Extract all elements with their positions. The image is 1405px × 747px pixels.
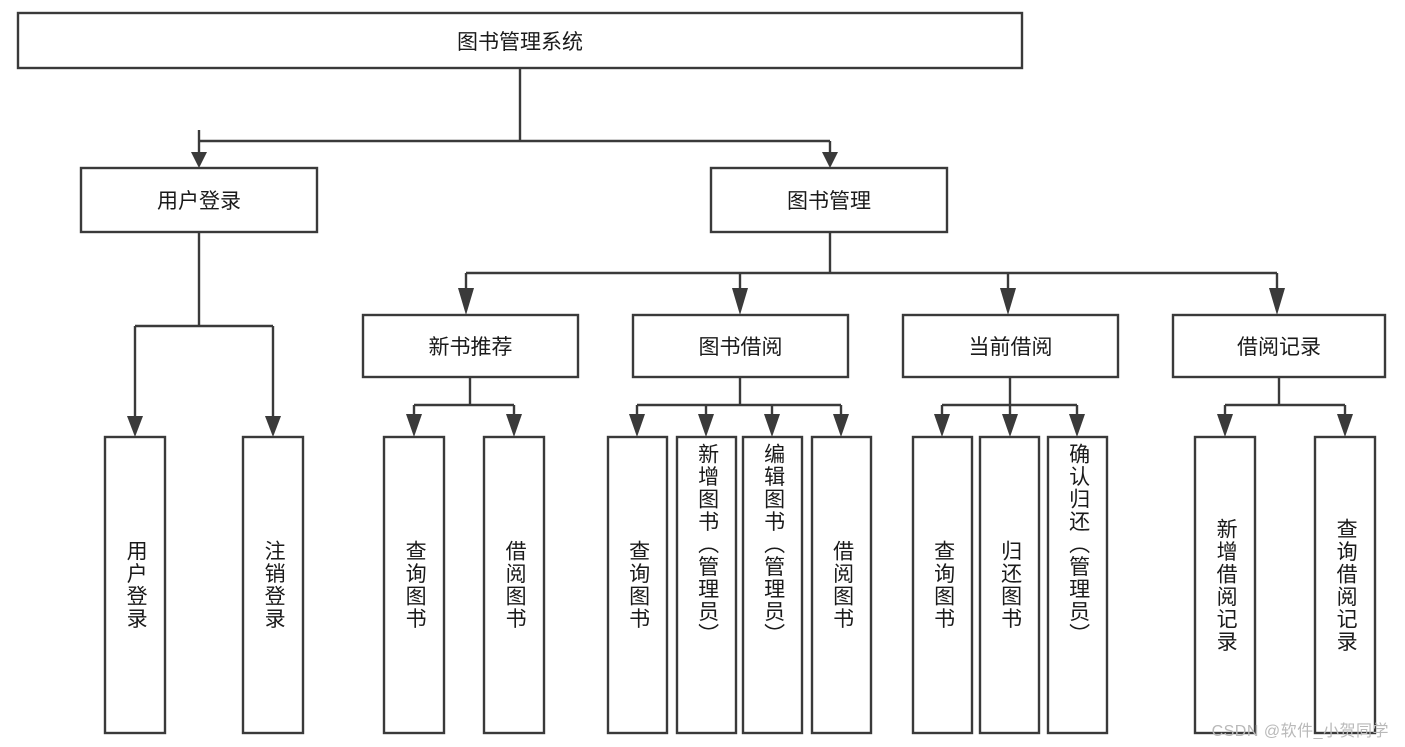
connector-group-current-borrow (934, 377, 1085, 437)
connector-group-new-book (406, 377, 522, 437)
node-level1-box-0[interactable] (79, 166, 319, 234)
watermark: CSDN @软件_小贺同学 (1211, 723, 1389, 740)
arrow-head-cb-leaf-1 (934, 414, 950, 437)
leaf-box-book-borrow-0[interactable] (606, 435, 669, 735)
arrow-head-bb-leaf-3 (764, 414, 780, 437)
connector-group-book-manage (458, 232, 1285, 315)
node-level2-box-1[interactable] (631, 313, 850, 379)
connector-group-user-login (127, 232, 281, 437)
leaf-box-user-login-0[interactable] (103, 435, 167, 735)
leaf-box-book-borrow-3[interactable] (810, 435, 873, 735)
leaf-box-current-borrow-1[interactable] (978, 435, 1041, 735)
node-level2-box-3[interactable] (1171, 313, 1387, 379)
arrow-head-bb-leaf-2 (698, 414, 714, 437)
connector-group-book-borrow (629, 377, 849, 437)
arrow-head-br-leaf-1 (1217, 414, 1233, 437)
node-root-box[interactable] (16, 11, 1024, 70)
arrow-head-book-manage (822, 152, 838, 168)
node-level2-box-0[interactable] (361, 313, 580, 379)
arrow-head-cb-leaf-3 (1069, 414, 1085, 437)
arrow-head-nb-leaf-2 (506, 414, 522, 437)
leaf-box-user-login-1[interactable] (241, 435, 305, 735)
arrow-head-book-borrow (732, 288, 748, 315)
leaf-box-new-book-1[interactable] (482, 435, 546, 735)
node-level2-box-2[interactable] (901, 313, 1120, 379)
arrow-head-bb-leaf-4 (833, 414, 849, 437)
arrow-head-ul-leaf-2 (265, 416, 281, 437)
arrow-head-ul-leaf-1 (127, 416, 143, 437)
arrow-head-new-book (458, 288, 474, 315)
arrow-head-br-leaf-2 (1337, 414, 1353, 437)
node-level1-box-1[interactable] (709, 166, 949, 234)
arrow-head-user-login (191, 152, 207, 168)
leaf-box-current-borrow-2[interactable] (1046, 435, 1109, 735)
connector-group-borrow-record (1217, 377, 1353, 437)
leaf-box-book-borrow-2[interactable] (741, 435, 804, 735)
leaf-box-current-borrow-0[interactable] (911, 435, 974, 735)
leaf-box-new-book-0[interactable] (382, 435, 446, 735)
arrow-head-nb-leaf-1 (406, 414, 422, 437)
leaf-box-borrow-record-0[interactable] (1193, 435, 1257, 735)
arrow-head-cb-leaf-2 (1002, 414, 1018, 437)
arrow-head-bb-leaf-1 (629, 414, 645, 437)
leaf-box-borrow-record-1[interactable] (1313, 435, 1377, 735)
leaf-box-book-borrow-1[interactable] (675, 435, 738, 735)
arrow-head-borrow-record (1269, 288, 1285, 315)
connector-group-root (191, 68, 838, 168)
arrow-head-current-borrow (1000, 288, 1016, 315)
